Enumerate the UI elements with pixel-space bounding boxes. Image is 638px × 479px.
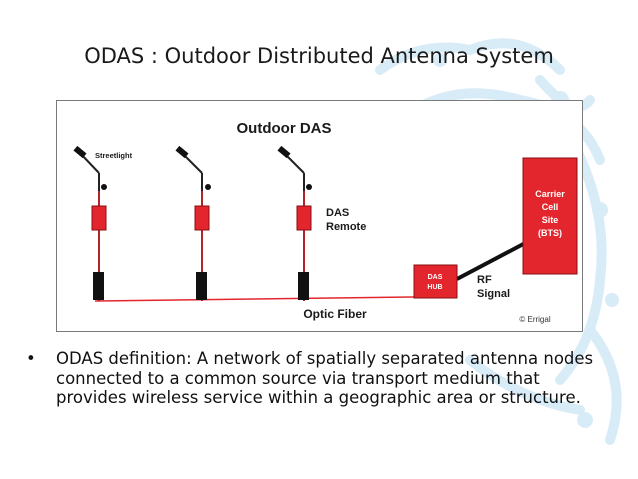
lamp-head-icon (175, 145, 189, 159)
carrier-label-line2: Cell (542, 202, 559, 212)
das-hub-label-line1: DAS (428, 274, 443, 281)
bullet-text: ODAS definition: A network of spatially … (56, 349, 594, 407)
das-hub-box (413, 264, 458, 299)
optic-fiber-line (94, 296, 415, 302)
das-remote-label-line2: Remote (326, 221, 366, 233)
streetlight-label: Streetlight (95, 151, 133, 160)
lamp-head-icon (73, 145, 87, 159)
das-hub-label-line2: HUB (427, 284, 442, 291)
rf-signal-label-line2: Signal (477, 288, 510, 300)
pole-fixture-dot (101, 184, 107, 190)
credit-label: © Errigal (519, 315, 550, 324)
base-unit-2 (196, 272, 207, 300)
carrier-bts-box (522, 157, 578, 275)
rf-signal-link (456, 239, 530, 281)
das-remote-unit-2 (194, 205, 210, 231)
pole-fixture-dot (205, 184, 211, 190)
pole-fixture-dot (306, 184, 312, 190)
diagram-title: Outdoor DAS (237, 120, 332, 137)
optic-fiber-label: Optic Fiber (303, 307, 367, 321)
das-remote-label-line1: DAS (326, 207, 349, 219)
lamp-head-icon (277, 145, 291, 159)
diagram-frame: Outdoor DAS Streetlight DAS Remote DAS H… (56, 100, 583, 332)
bullet-list: • ODAS definition: A network of spatiall… (24, 349, 614, 408)
outdoor-das-diagram: Outdoor DAS Streetlight DAS Remote DAS H… (73, 120, 578, 324)
carrier-label-line3: Site (542, 215, 559, 225)
base-unit-1 (93, 272, 104, 300)
bullet-icon: • (26, 349, 36, 368)
base-unit-3 (298, 272, 309, 300)
bullet-item: • ODAS definition: A network of spatiall… (24, 349, 614, 408)
carrier-label-line1: Carrier (535, 189, 565, 199)
carrier-label-line4: (BTS) (538, 228, 562, 238)
rf-signal-label-line1: RF (477, 274, 492, 286)
slide-title: ODAS : Outdoor Distributed Antenna Syste… (84, 44, 554, 68)
streetlight-1 (73, 145, 107, 301)
streetlight-3 (277, 145, 312, 301)
streetlight-2 (175, 145, 211, 301)
das-remote-unit-1 (91, 205, 107, 231)
das-remote-unit-3 (296, 205, 312, 231)
